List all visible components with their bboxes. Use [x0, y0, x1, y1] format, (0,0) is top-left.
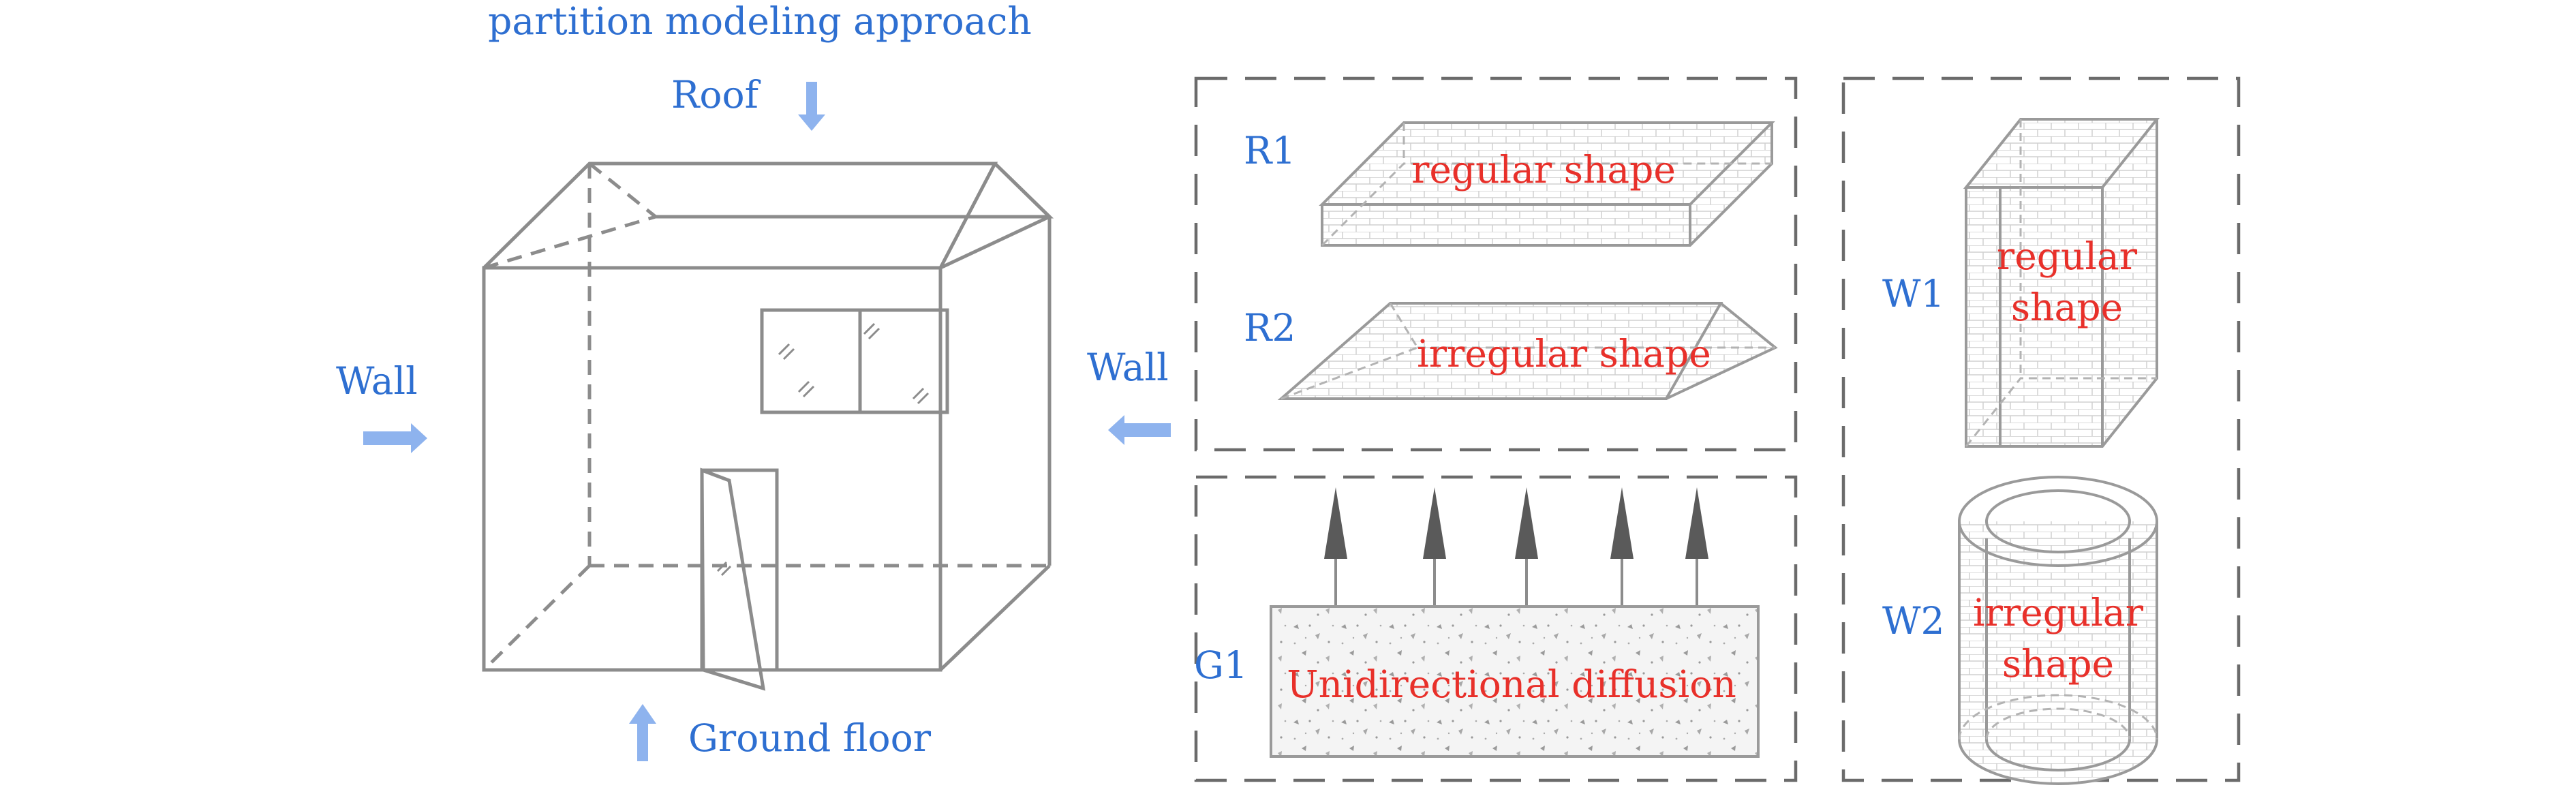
g1-concrete-block — [1270, 605, 1760, 758]
r2-prism-shape — [1277, 302, 1778, 400]
w2-cylinder-shape — [1958, 476, 2158, 785]
g1-caption: Unidirectional diffusion — [1287, 662, 1736, 706]
diffusion-arrow-icon — [1610, 487, 1634, 607]
w2-label: W2 — [1882, 599, 1945, 643]
r2-label: R2 — [1244, 306, 1295, 350]
roof-parts-frame — [1194, 76, 1798, 452]
diffusion-arrow-icon — [1515, 487, 1538, 607]
w2-caption-line-1: irregular — [1973, 591, 2144, 634]
door-icon — [700, 468, 779, 691]
w1-label: W1 — [1882, 272, 1945, 316]
wall-right-arrow-icon — [363, 423, 427, 453]
roof-down-arrow-icon — [798, 82, 825, 131]
w1-caption-line-2: shape — [2011, 286, 2123, 329]
ground-parts-frame — [1194, 475, 1798, 782]
diffusion-arrow-icon — [1423, 487, 1446, 607]
house-drawing — [482, 162, 1054, 691]
ground-up-arrow-icon — [629, 704, 656, 761]
r1-label: R1 — [1244, 129, 1295, 172]
roof-label: Roof — [671, 73, 761, 117]
diagram-title: partition modeling approach — [488, 0, 1032, 43]
g1-label: G1 — [1194, 643, 1248, 687]
wall-label: Wall — [336, 359, 418, 403]
ground-floor-label: Ground floor — [688, 716, 932, 760]
w1-caption-line-1: regular — [1997, 234, 2138, 278]
house-front-face — [482, 266, 942, 672]
g1-diffusion-arrows — [1324, 487, 1708, 607]
w1-panel-shape — [1963, 118, 2160, 448]
diffusion-arrow-icon — [1685, 487, 1708, 607]
r1-slab-shape — [1319, 121, 1775, 247]
w2-caption-line-2: shape — [2002, 642, 2114, 686]
hidden-roof-edge — [483, 215, 656, 270]
diffusion-arrow-icon — [1324, 487, 1347, 607]
window-icon — [760, 308, 949, 414]
connector-left-arrow-icon — [1108, 415, 1171, 445]
r1-caption: regular shape — [1411, 148, 1676, 192]
connector-wall-label: Wall — [1087, 346, 1169, 389]
r2-caption: irregular shape — [1417, 332, 1711, 376]
